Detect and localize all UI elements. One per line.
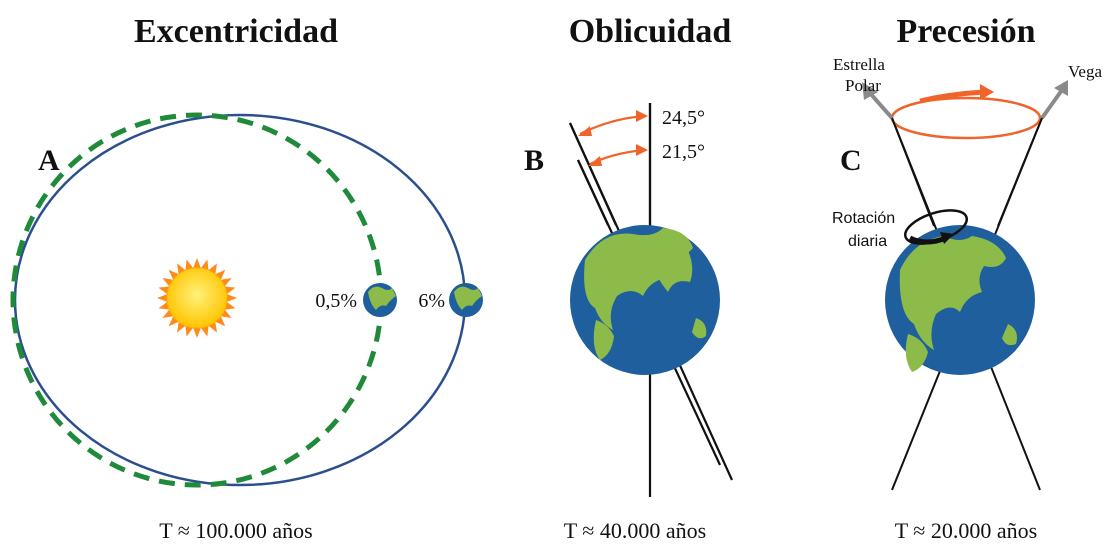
label-polaris-2: Polar (845, 76, 881, 95)
sun-ray (224, 286, 236, 295)
sun-ray (185, 325, 194, 337)
axis-top-21-5 (577, 159, 609, 226)
sun-ray (193, 327, 201, 338)
sun-ray (215, 316, 226, 327)
period-eccentricity: T ≈ 100.000 años (159, 518, 312, 543)
letter-c: C (840, 144, 862, 177)
label-polaris-1: Estrella (833, 55, 885, 74)
panel-precession: Precesión C Estrella Polar Vega (770, 0, 1113, 544)
letter-a: A (38, 144, 60, 177)
orbit-high-eccentricity (13, 113, 467, 487)
earth-icon (885, 225, 1035, 375)
arrow-polaris (862, 82, 894, 120)
earth-icon (570, 225, 720, 375)
label-angle-min: 21,5° (662, 141, 705, 163)
label-eccentricity-small: 0,5% (315, 290, 357, 312)
sun-ray (168, 269, 179, 280)
axis-top-24-5 (568, 122, 618, 226)
panel-obliquity: Oblicuidad B 24,5° 21,5° (500, 0, 770, 544)
sun-ray (158, 301, 170, 310)
sun-ray (158, 286, 170, 295)
title-eccentricity: Excentricidad (134, 13, 338, 50)
ring-gap (996, 86, 1010, 98)
sun-icon (157, 258, 237, 338)
title-obliquity: Oblicuidad (569, 13, 732, 50)
angle-arrow-24-5 (578, 110, 648, 136)
label-eccentricity-large: 6% (418, 290, 445, 312)
arrow-vega (1040, 80, 1068, 120)
sun-ray (157, 294, 168, 302)
label-vega: Vega (1068, 62, 1102, 81)
precession-ring (890, 96, 1042, 140)
title-precession: Precesión (896, 13, 1035, 50)
sun-ray (185, 259, 194, 271)
label-rotation-2: diaria (848, 233, 887, 250)
precession-diagram: Precesión C Estrella Polar Vega (832, 13, 1102, 543)
sun-ray (200, 325, 209, 337)
earth-icon (449, 283, 483, 317)
label-angle-max: 24,5° (662, 107, 705, 129)
sun-ray (226, 294, 237, 302)
sun-ray (215, 269, 226, 280)
precession-arrow (919, 84, 994, 104)
sun-ray (200, 259, 209, 271)
sun-ray (193, 258, 201, 269)
letter-b: B (524, 144, 544, 177)
daily-rotation-icon (904, 209, 968, 245)
earth-icon (363, 283, 397, 317)
panel-eccentricity: Excentricidad A 0,5% 6% T ≈ 100.000 años (0, 0, 500, 544)
sun-ray (168, 316, 179, 327)
cone-top-right (997, 117, 1043, 227)
angle-arrow-21-5 (588, 144, 648, 166)
label-rotation-1: Rotación (832, 210, 895, 227)
eccentricity-diagram: Excentricidad A 0,5% 6% T ≈ 100.000 años (10, 13, 483, 543)
cone-top-left (891, 117, 935, 227)
sun-ray (224, 301, 236, 310)
period-obliquity: T ≈ 40.000 años (564, 518, 706, 543)
obliquity-diagram: Oblicuidad B 24,5° 21,5° (524, 13, 734, 543)
period-precession: T ≈ 20.000 años (895, 518, 1037, 543)
